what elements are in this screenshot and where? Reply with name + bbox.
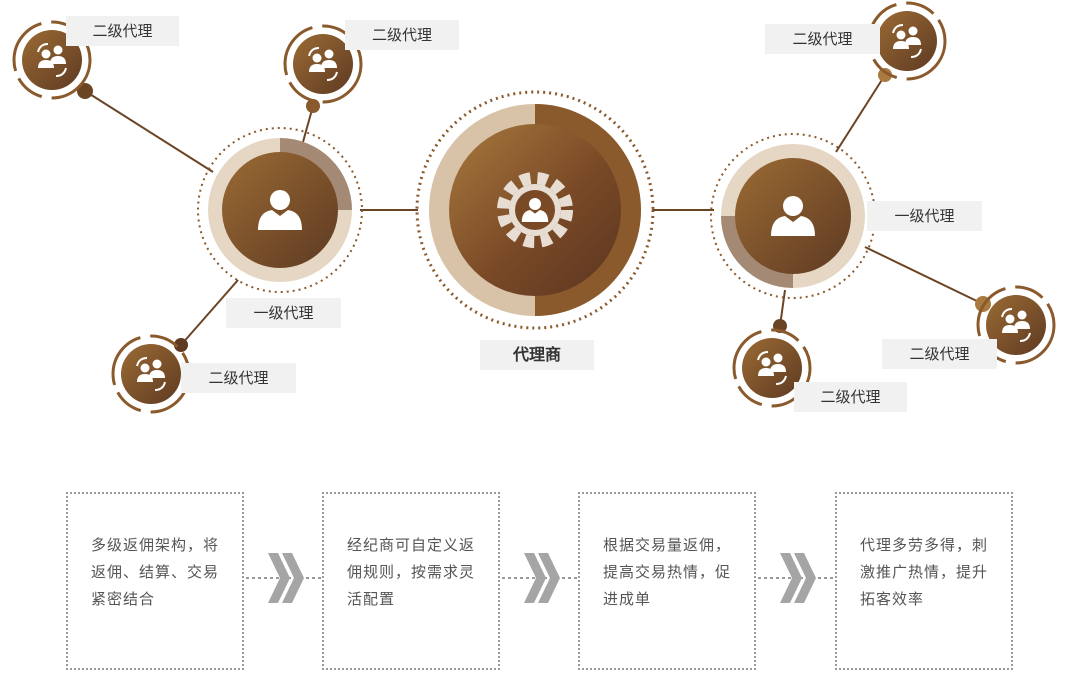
- connector-lines: [84, 74, 984, 346]
- secondary-agent-label-2: 二级代理: [345, 20, 459, 50]
- secondary-agent-label-1: 二级代理: [66, 16, 179, 46]
- secondary-agent-node-6: [732, 328, 812, 408]
- agent-network-diagram: [12, 1, 1056, 414]
- primary-agent-node-left: [197, 127, 363, 293]
- feature-card-4: 代理多劳多得，刺激推广热情，提升拓客效率: [835, 492, 1013, 670]
- center-node-label: 代理商: [480, 340, 594, 370]
- double-chevron-icon: [268, 553, 304, 603]
- double-chevron-icon: [780, 553, 816, 603]
- feature-text: 根据交易量返佣，提高交易热情，促进成单: [603, 536, 732, 608]
- double-chevron-icon: [524, 553, 560, 603]
- chevron-connector-3: [758, 553, 834, 603]
- secondary-agent-label-5: 二级代理: [882, 339, 997, 369]
- feature-card-3: 根据交易量返佣，提高交易热情，促进成单: [578, 492, 756, 670]
- feature-text: 经纪商可自定义返佣规则，按需求灵活配置: [347, 536, 476, 608]
- primary-agent-node-right: [710, 133, 876, 299]
- secondary-agent-node-5: [976, 285, 1056, 365]
- primary-agent-label-right: 一级代理: [867, 201, 982, 231]
- secondary-agent-label-4: 二级代理: [765, 24, 880, 54]
- feature-card-1: 多级返佣架构，将返佣、结算、交易紧密结合: [66, 492, 244, 670]
- secondary-agent-label-3: 二级代理: [181, 363, 296, 393]
- secondary-agent-node-4: [867, 1, 947, 81]
- secondary-agent-label-6: 二级代理: [794, 382, 907, 412]
- center-node: [415, 90, 655, 330]
- feature-text: 多级返佣架构，将返佣、结算、交易紧密结合: [91, 536, 220, 608]
- feature-card-2: 经纪商可自定义返佣规则，按需求灵活配置: [322, 492, 500, 670]
- feature-text: 代理多劳多得，刺激推广热情，提升拓客效率: [860, 536, 989, 608]
- primary-agent-label-left: 一级代理: [226, 298, 341, 328]
- gear-user-icon: [497, 172, 573, 248]
- secondary-agent-node-2: [283, 24, 363, 104]
- chevron-connector-1: [246, 553, 322, 603]
- chevron-connector-2: [502, 553, 578, 603]
